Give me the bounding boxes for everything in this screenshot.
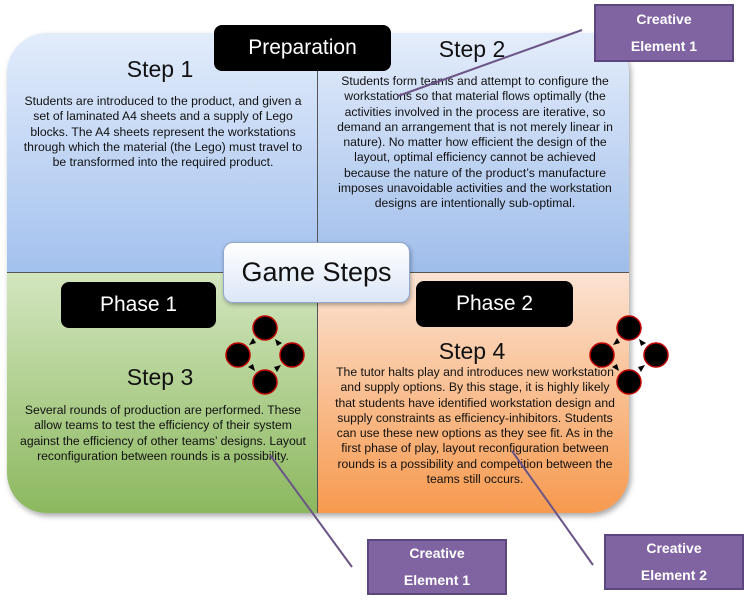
connector-line-creative-element-1-top bbox=[397, 29, 583, 97]
step-2-title: Step 2 bbox=[438, 36, 506, 62]
step-3-title: Step 3 bbox=[126, 364, 194, 390]
callout-line-1: Creative bbox=[409, 545, 465, 561]
creative-element-1-callout-top: Creative Element 1 bbox=[594, 4, 734, 62]
step-1-title: Step 1 bbox=[126, 56, 194, 82]
cycle-icon bbox=[589, 315, 669, 395]
callout-line-2: Element 1 bbox=[630, 38, 698, 54]
creative-element-1-callout-bottom: Creative Element 1 bbox=[367, 539, 507, 595]
callout-line-1: Creative bbox=[636, 11, 692, 27]
step-1-description: Students are introduced to the product, … bbox=[23, 94, 303, 170]
step-4-description: The tutor halts play and introduces new … bbox=[335, 365, 615, 487]
step-4-title: Step 4 bbox=[438, 338, 506, 364]
step-2-description: Students form teams and attempt to confi… bbox=[337, 74, 613, 211]
quadrant-step-1 bbox=[7, 33, 318, 273]
connector-line-creative-element-1-bottom bbox=[269, 454, 353, 568]
cycle-icon bbox=[225, 315, 305, 395]
callout-line-2: Element 1 bbox=[403, 572, 471, 588]
step-3-description: Several rounds of production are perform… bbox=[20, 403, 306, 463]
quadrant-step-2 bbox=[318, 33, 629, 273]
connector-line-creative-element-2 bbox=[511, 450, 594, 566]
phase-1-pill: Phase 1 bbox=[61, 282, 216, 328]
creative-element-2-callout: Creative Element 2 bbox=[604, 534, 744, 590]
preparation-pill: Preparation bbox=[214, 25, 391, 71]
callout-line-1: Creative bbox=[646, 540, 702, 556]
game-steps-label: Game Steps bbox=[223, 242, 410, 303]
phase-2-pill: Phase 2 bbox=[416, 281, 573, 327]
callout-line-2: Element 2 bbox=[640, 567, 708, 583]
